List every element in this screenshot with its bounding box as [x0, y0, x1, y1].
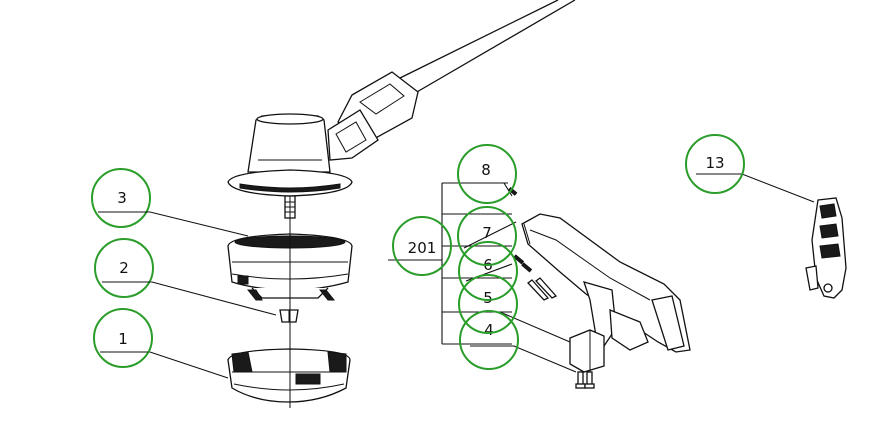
callout-label-4: 4	[484, 321, 494, 339]
callout-label-1: 1	[118, 330, 128, 348]
debris-guard-part-201	[521, 213, 691, 353]
callout-4: 4	[459, 310, 519, 370]
callout-label-3: 3	[117, 189, 127, 207]
screws-part-4	[575, 371, 595, 389]
callout-label-13: 13	[705, 154, 724, 172]
callout-2: 2	[94, 238, 154, 298]
trimmer-motor-housing: EGO	[227, 0, 576, 219]
callout-5: 5	[458, 274, 518, 334]
leader-lines	[100, 173, 815, 379]
handle-latch-part-13	[805, 197, 847, 299]
line-cutter-blade-part-5	[569, 329, 605, 373]
washers-part-7	[513, 254, 533, 273]
callout-label-5: 5	[483, 289, 493, 307]
callout-label-7: 7	[482, 224, 492, 242]
callout-1: 1	[93, 308, 153, 368]
callout-label-2: 2	[119, 259, 129, 277]
callout-3: 3	[91, 168, 151, 228]
svg-text:EGO: EGO	[281, 180, 294, 187]
callout-8: 8	[457, 144, 517, 204]
bump-head-part-1	[227, 348, 351, 403]
callout-label-8: 8	[481, 161, 491, 179]
nut-part-2	[279, 309, 299, 323]
callout-13: 13	[685, 134, 745, 194]
callout-201: 201	[392, 216, 452, 276]
pins-part-6	[527, 277, 558, 301]
callout-label-201: 201	[408, 239, 437, 257]
callout-7: 7	[457, 206, 517, 266]
